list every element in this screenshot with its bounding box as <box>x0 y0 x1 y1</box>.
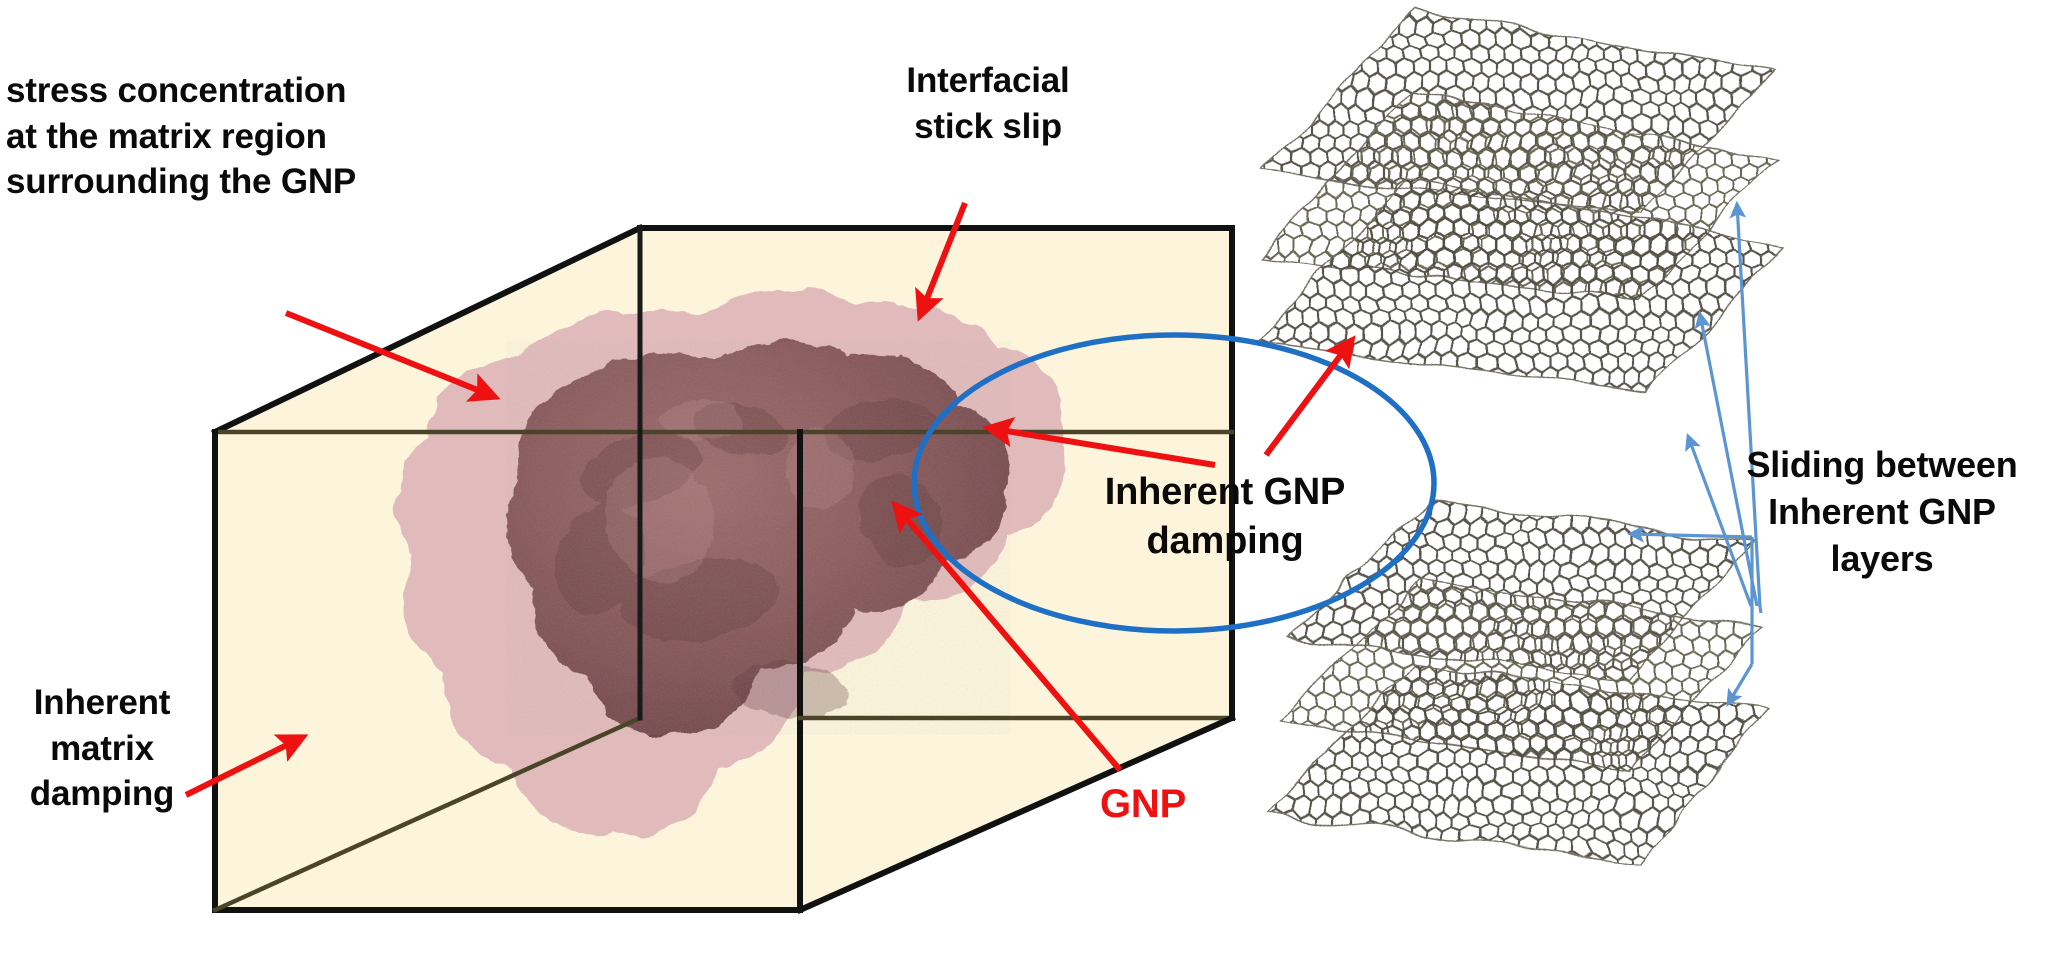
arrow-interfacial-stick-slip <box>915 201 968 322</box>
arrow-sliding-top-sheet-1 <box>1729 200 1762 608</box>
arrow-gnp-damping-to-sheets <box>1263 335 1356 457</box>
gnp-particle <box>506 341 1011 735</box>
cube-edge-diag-bottom <box>212 715 643 913</box>
arrow-inherent-matrix-damping <box>184 734 309 798</box>
label-inherent-matrix-damping: Inherent matrix damping <box>29 683 175 813</box>
arrow-gnp-damping-to-particle <box>982 416 1216 468</box>
graphene-stack-bottom <box>1264 499 1768 867</box>
graphene-sheet-bottom-3 <box>1266 664 1766 866</box>
label-gnp: GNP <box>1100 782 1187 826</box>
label-interfacial-stick-slip: Interfacial stick slip <box>906 61 1070 146</box>
label-inherent-gnp-damping: Inherent GNP damping <box>1104 471 1346 563</box>
cube-edges <box>210 223 1236 914</box>
blue-arrows-top <box>1685 200 1763 614</box>
cube-edge-bottom-right <box>796 714 1236 914</box>
label-sliding-between-layers: Sliding between Inherent GNP layers <box>1746 444 2018 579</box>
inherent-gnp-damping-ellipse <box>911 332 1437 634</box>
arrow-sliding-bottom-sheet-1 <box>1626 526 1753 543</box>
label-stress-concentration: stress concentration at the matrix regio… <box>6 71 357 201</box>
arrow-stress-concentration <box>284 310 501 402</box>
graphene-sheet-top-3 <box>1255 178 1782 392</box>
arrow-gnp-label <box>891 500 1123 772</box>
arrow-sliding-top-sheet-3 <box>1685 432 1753 607</box>
arrow-sliding-bottom-sheet-2 <box>1726 663 1754 707</box>
red-arrows <box>184 201 1356 798</box>
blue-connector-top <box>1758 606 1763 614</box>
cube-edge-top-left <box>210 223 645 437</box>
graphene-stack-top <box>1253 7 1784 393</box>
arrow-sliding-top-sheet-2 <box>1694 310 1759 607</box>
blue-arrows-bottom <box>1626 526 1754 707</box>
